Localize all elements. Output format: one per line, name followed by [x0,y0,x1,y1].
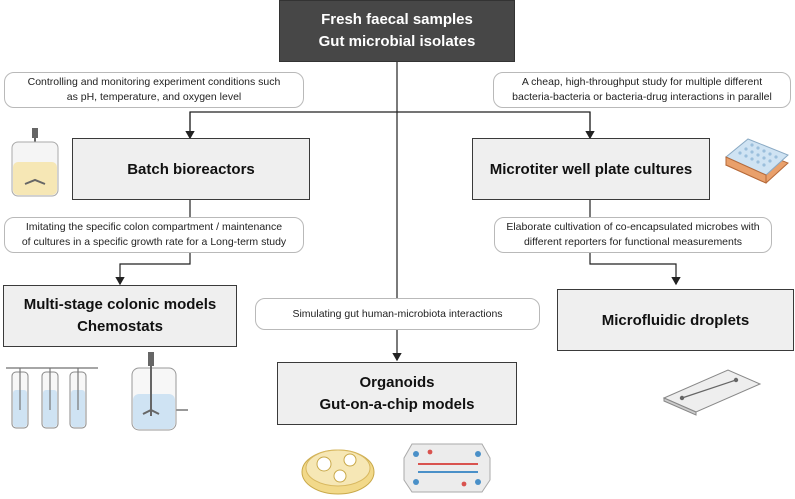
note-multistage-purpose: Imitating the specific colon compartment… [4,217,304,253]
source-line1: Fresh faecal samples [321,11,473,28]
chemostat-tubes-icon [6,367,98,429]
note-batch-conditions: Controlling and monitoring experiment co… [4,72,304,108]
note-microtiter-purpose: A cheap, high-throughput study for multi… [493,72,791,108]
note-line: Simulating gut human-microbiota interact… [292,307,503,320]
source-line2: Gut microbial isolates [318,33,476,50]
microtiter-box: Microtiter well plate cultures [472,138,710,200]
note-line: Controlling and monitoring experiment co… [27,76,281,88]
note-organoid-purpose: Simulating gut human-microbiota interact… [255,298,540,330]
organoids-line2: Gut-on-a-chip models [319,395,475,413]
multistage-box: Multi-stage colonic models Chemostats [3,285,237,347]
note-microfluidic-purpose: Elaborate cultivation of co-encapsulated… [494,217,772,253]
microtiter-plate-icon [725,138,789,184]
chemostat-vessel-icon [131,352,188,431]
note-line: of cultures in a specific growth rate fo… [21,236,287,248]
note-line: different reporters for functional measu… [523,236,743,248]
organoids-line1: Organoids [359,373,435,391]
batch-label: Batch bioreactors [127,160,255,178]
organoid-dish-icon [301,449,375,495]
note-line: as pH, temperature, and oxygen level [66,91,242,103]
source-box: Fresh faecal samples Gut microbial isola… [279,0,515,62]
batch-bioreactors-box: Batch bioreactors [72,138,310,200]
microfluidic-box: Microfluidic droplets [557,289,794,351]
microtiter-label: Microtiter well plate cultures [489,160,693,178]
note-line: Imitating the specific colon compartment… [25,221,283,233]
microfluidic-chip-icon [662,369,762,416]
microfluidic-label: Microfluidic droplets [601,311,750,329]
note-line: A cheap, high-throughput study for multi… [521,76,763,88]
horizontal-split-line [189,111,591,138]
note-line: bacteria-bacteria or bacteria-drug inter… [512,91,772,103]
multistage-line2: Chemostats [77,318,163,335]
organoids-box: Organoids Gut-on-a-chip models [277,362,517,425]
gut-chip-icon [403,443,491,493]
multistage-line1: Multi-stage colonic models [23,296,217,313]
note-line: Elaborate cultivation of co-encapsulated… [506,221,760,233]
bioreactor-icon [11,128,59,197]
